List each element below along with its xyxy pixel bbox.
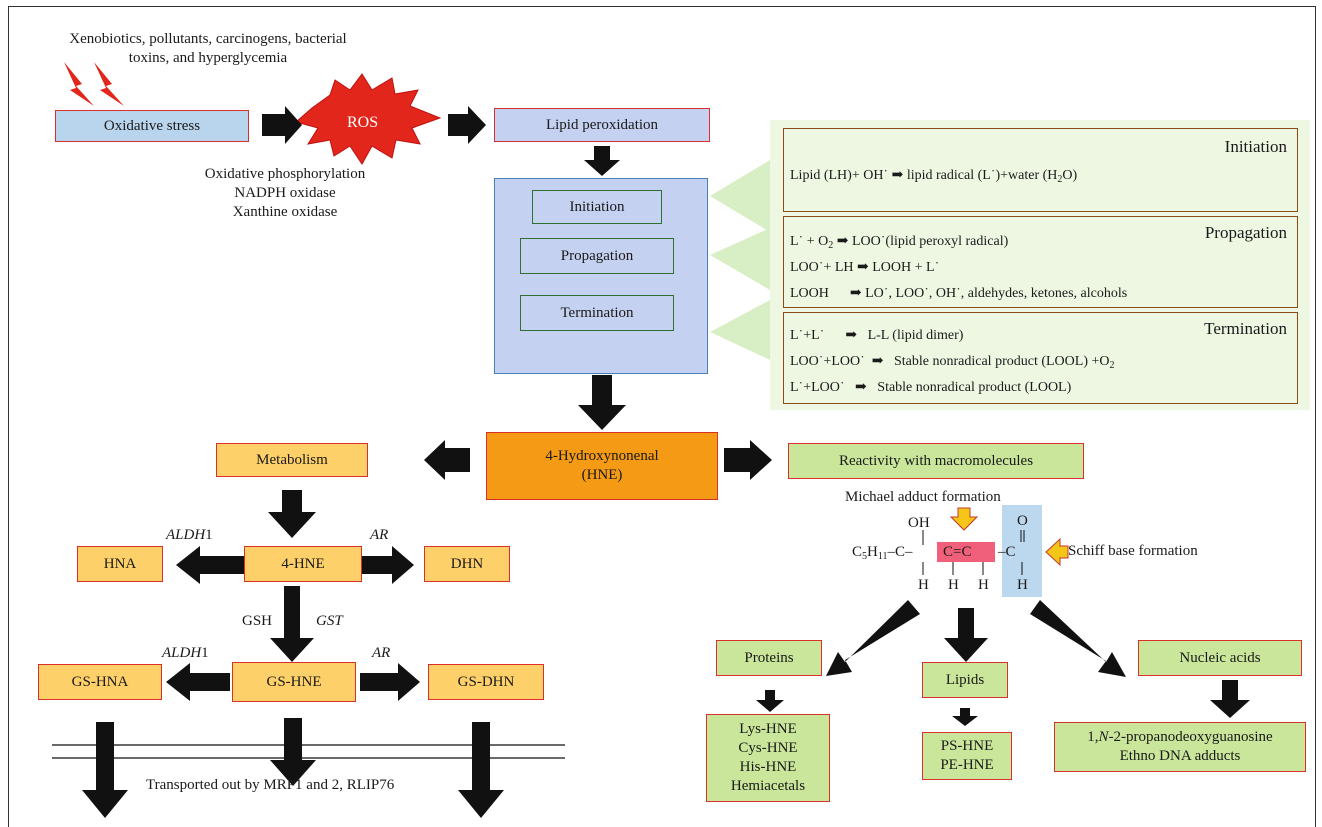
lightning-bolt-icon <box>94 62 124 106</box>
arrow-right <box>724 440 772 480</box>
oxidative-stress-box: Oxidative stress <box>55 110 249 142</box>
arrow-right <box>262 106 302 144</box>
yellow-arrow-left-icon <box>1045 537 1069 567</box>
ros-label: ROS <box>347 114 379 131</box>
oh-label: OH <box>908 515 930 531</box>
aldehyde-carbon: –C <box>998 544 1016 560</box>
metabolism-box: Metabolism <box>216 443 368 477</box>
arrow-left <box>424 440 470 480</box>
aldh1-label: ALDH1 <box>166 527 213 543</box>
h-label: H <box>918 577 929 593</box>
reactivity-box: Reactivity with macromolecules <box>788 443 1084 479</box>
hne-box: 4-Hydroxynonenal(HNE) <box>486 432 718 500</box>
arrow-right <box>362 546 414 584</box>
arrow-right <box>448 106 486 144</box>
arrow-down <box>584 146 620 176</box>
arrow-down <box>82 722 128 818</box>
termination-equations: Termination L˙+L˙ ➡ L-L (lipid dimer) LO… <box>783 312 1298 404</box>
propagation-equations: Propagation L˙ + O2 ➡ LOO˙(lipid peroxyl… <box>783 216 1298 308</box>
arrow-down <box>578 375 626 430</box>
yellow-arrow-down-icon <box>949 507 979 531</box>
arrow-down <box>756 690 784 712</box>
arrow-down <box>270 718 316 786</box>
gs-hna-box: GS-HNA <box>38 664 162 700</box>
o-label: O <box>1017 513 1028 529</box>
michael-adduct-label: Michael adduct formation <box>845 489 1001 505</box>
stage-termination: Termination <box>520 295 674 331</box>
nucleic-acids-box: Nucleic acids <box>1138 640 1302 676</box>
gsh-label: GSH <box>242 613 273 629</box>
alkyl-chain: C5H11–C– <box>852 544 913 562</box>
gst-label: GST <box>316 613 343 629</box>
arrow-down <box>952 708 978 726</box>
transport-label: Transported out by MRP1 and 2, RLIP76 <box>146 777 395 793</box>
proteins-box: Proteins <box>716 640 822 676</box>
aldh1-label-2: ALDH1 <box>162 645 209 661</box>
lipids-box: Lipids <box>922 662 1008 698</box>
aldehyde-highlight <box>1002 505 1042 597</box>
arrow-left <box>176 546 245 584</box>
arrow-diagonal <box>826 600 920 676</box>
callout-wedge <box>710 300 770 360</box>
ar-label-2: AR <box>372 645 391 661</box>
gs-hne-box: GS-HNE <box>232 662 356 702</box>
arrow-down <box>270 586 314 662</box>
callout-wedge <box>710 160 770 232</box>
schiff-base-label: Schiff base formation <box>1068 543 1198 559</box>
ar-label: AR <box>370 527 389 543</box>
arrow-down <box>458 722 504 818</box>
hna-box: HNA <box>77 546 163 582</box>
arrow-down <box>1210 680 1250 718</box>
stressors-text: Xenobiotics, pollutants, carcinogens, ba… <box>69 31 347 66</box>
arrow-diagonal <box>1030 600 1126 677</box>
stage-initiation: Initiation <box>532 190 662 224</box>
callout-wedge <box>710 228 770 290</box>
arrow-left <box>166 663 230 701</box>
arrow-down <box>944 608 988 662</box>
four-hne-box: 4-HNE <box>244 546 362 582</box>
stage-propagation: Propagation <box>520 238 674 274</box>
ros-burst-shape <box>294 73 442 165</box>
gs-dhn-box: GS-DHN <box>428 664 544 700</box>
lightning-bolt-icon <box>64 62 94 106</box>
figure-frame <box>8 6 1316 827</box>
double-bond-label: C=C <box>943 544 972 560</box>
h-label: H <box>1017 577 1028 593</box>
initiation-equations: Initiation Lipid (LH)+ OH˙ ➡ lipid radic… <box>783 128 1298 212</box>
arrow-down <box>268 490 316 538</box>
arrow-right <box>360 663 420 701</box>
double-bond-highlight <box>937 542 995 562</box>
dhn-box: DHN <box>424 546 510 582</box>
h-label: H <box>978 577 989 593</box>
lipid-peroxidation-box: Lipid peroxidation <box>494 108 710 142</box>
h-label: H <box>948 577 959 593</box>
